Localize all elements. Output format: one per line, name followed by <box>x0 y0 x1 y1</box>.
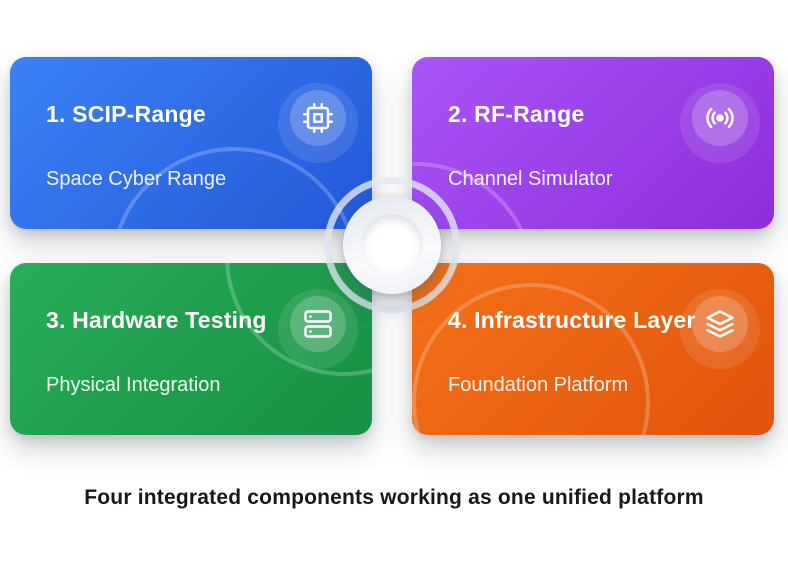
layers-icon <box>706 310 734 338</box>
component-card-rf-range[interactable]: 2. RF-Range Channel Simulator <box>412 57 774 229</box>
card-subtitle: Foundation Platform <box>448 374 629 396</box>
cpu-icon <box>303 103 333 133</box>
diagram-caption: Four integrated components working as on… <box>84 486 704 509</box>
card-title: 3. Hardware Testing <box>46 307 267 333</box>
icon-badge <box>290 90 346 146</box>
card-subtitle: Physical Integration <box>46 374 221 396</box>
component-card-scip-range[interactable]: 1. SCIP-Range Space Cyber Range <box>10 57 372 229</box>
card-subtitle: Space Cyber Range <box>46 168 227 190</box>
icon-halo <box>278 289 358 369</box>
card-subtitle: Channel Simulator <box>448 168 613 190</box>
card-title: 2. RF-Range <box>448 101 585 127</box>
icon-badge <box>692 90 748 146</box>
center-hub-hole <box>361 214 423 276</box>
icon-badge <box>290 296 346 352</box>
component-card-infrastructure-layer[interactable]: 4. Infrastructure Layer Foundation Platf… <box>412 263 774 435</box>
card-title: 1. SCIP-Range <box>46 101 206 127</box>
center-hub <box>343 196 441 294</box>
icon-halo <box>680 83 760 163</box>
card-title: 4. Infrastructure Layer <box>448 307 696 333</box>
component-card-hardware-testing[interactable]: 3. Hardware Testing Physical Integration <box>10 263 372 435</box>
icon-badge <box>692 296 748 352</box>
radio-icon <box>706 107 734 129</box>
decorative-circle <box>412 283 650 435</box>
center-ring <box>324 177 460 313</box>
server-icon <box>304 310 332 338</box>
